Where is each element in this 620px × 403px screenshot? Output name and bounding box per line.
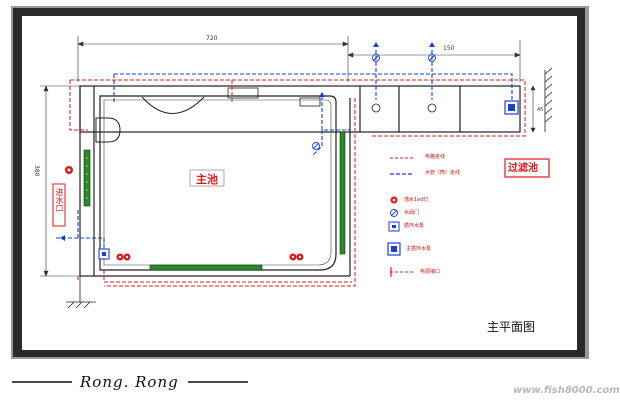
legend-label-power: 电源接口 (420, 269, 441, 275)
filter-label-box (504, 158, 550, 178)
light-icon-center (67, 168, 302, 259)
glass-dots (86, 157, 88, 199)
pipe-arrow-icon (60, 42, 435, 241)
legend-label-main-pump: 主循环水泵 (406, 246, 432, 252)
dimension-top (77, 36, 349, 82)
inlet-label-box (52, 183, 66, 227)
pool-curve-feature (141, 96, 205, 114)
dimension-left-label: 380 (33, 165, 40, 177)
dimension-small-label: 45 (537, 107, 544, 113)
main-pump-icon (504, 100, 519, 115)
legend-label-circ-pump: 循环水泵 (404, 223, 425, 229)
floor-plan-drawing (11, 6, 589, 383)
plan-title: 主平面图 (487, 320, 536, 334)
top-right-box (299, 97, 321, 107)
dimension-left (40, 85, 80, 277)
pool-label-box (189, 169, 225, 187)
legend-label-electrical: 电路走线 (425, 154, 446, 160)
drain-icon (371, 103, 437, 113)
watermark: www.fish8000.com (513, 385, 620, 396)
inlet-label: 进水口 (55, 188, 64, 212)
top-box (227, 87, 259, 99)
legend-label-pipe: 水管（筒）走线 (425, 170, 461, 176)
circulation-pump-icon (98, 248, 110, 260)
floor-hatch (66, 276, 96, 309)
pipe-route (56, 50, 513, 250)
glass-panels (83, 131, 346, 271)
main-pool-label: 主池 (196, 173, 218, 186)
main-pool-inner-outline (103, 99, 332, 266)
dimension-top-label: 720 (206, 35, 218, 42)
filter-pool-label: 过滤池 (508, 163, 538, 174)
signature: Rong. Rong (80, 373, 179, 391)
dimension-right-label: 150 (443, 45, 455, 52)
legend-icons (387, 157, 414, 277)
main-pool-outline (99, 95, 337, 271)
valve-icon (312, 54, 436, 150)
legend-label-light: 潜水1ed灯 (404, 197, 429, 203)
legend-label-valve: 水阀门 (404, 210, 420, 216)
electrical-route (69, 79, 526, 287)
cabinet-outline (79, 85, 521, 277)
wall-hatch (544, 67, 553, 132)
dimension-small (530, 85, 536, 133)
left-d-feature (95, 117, 121, 143)
drawing-sheet (22, 16, 577, 350)
